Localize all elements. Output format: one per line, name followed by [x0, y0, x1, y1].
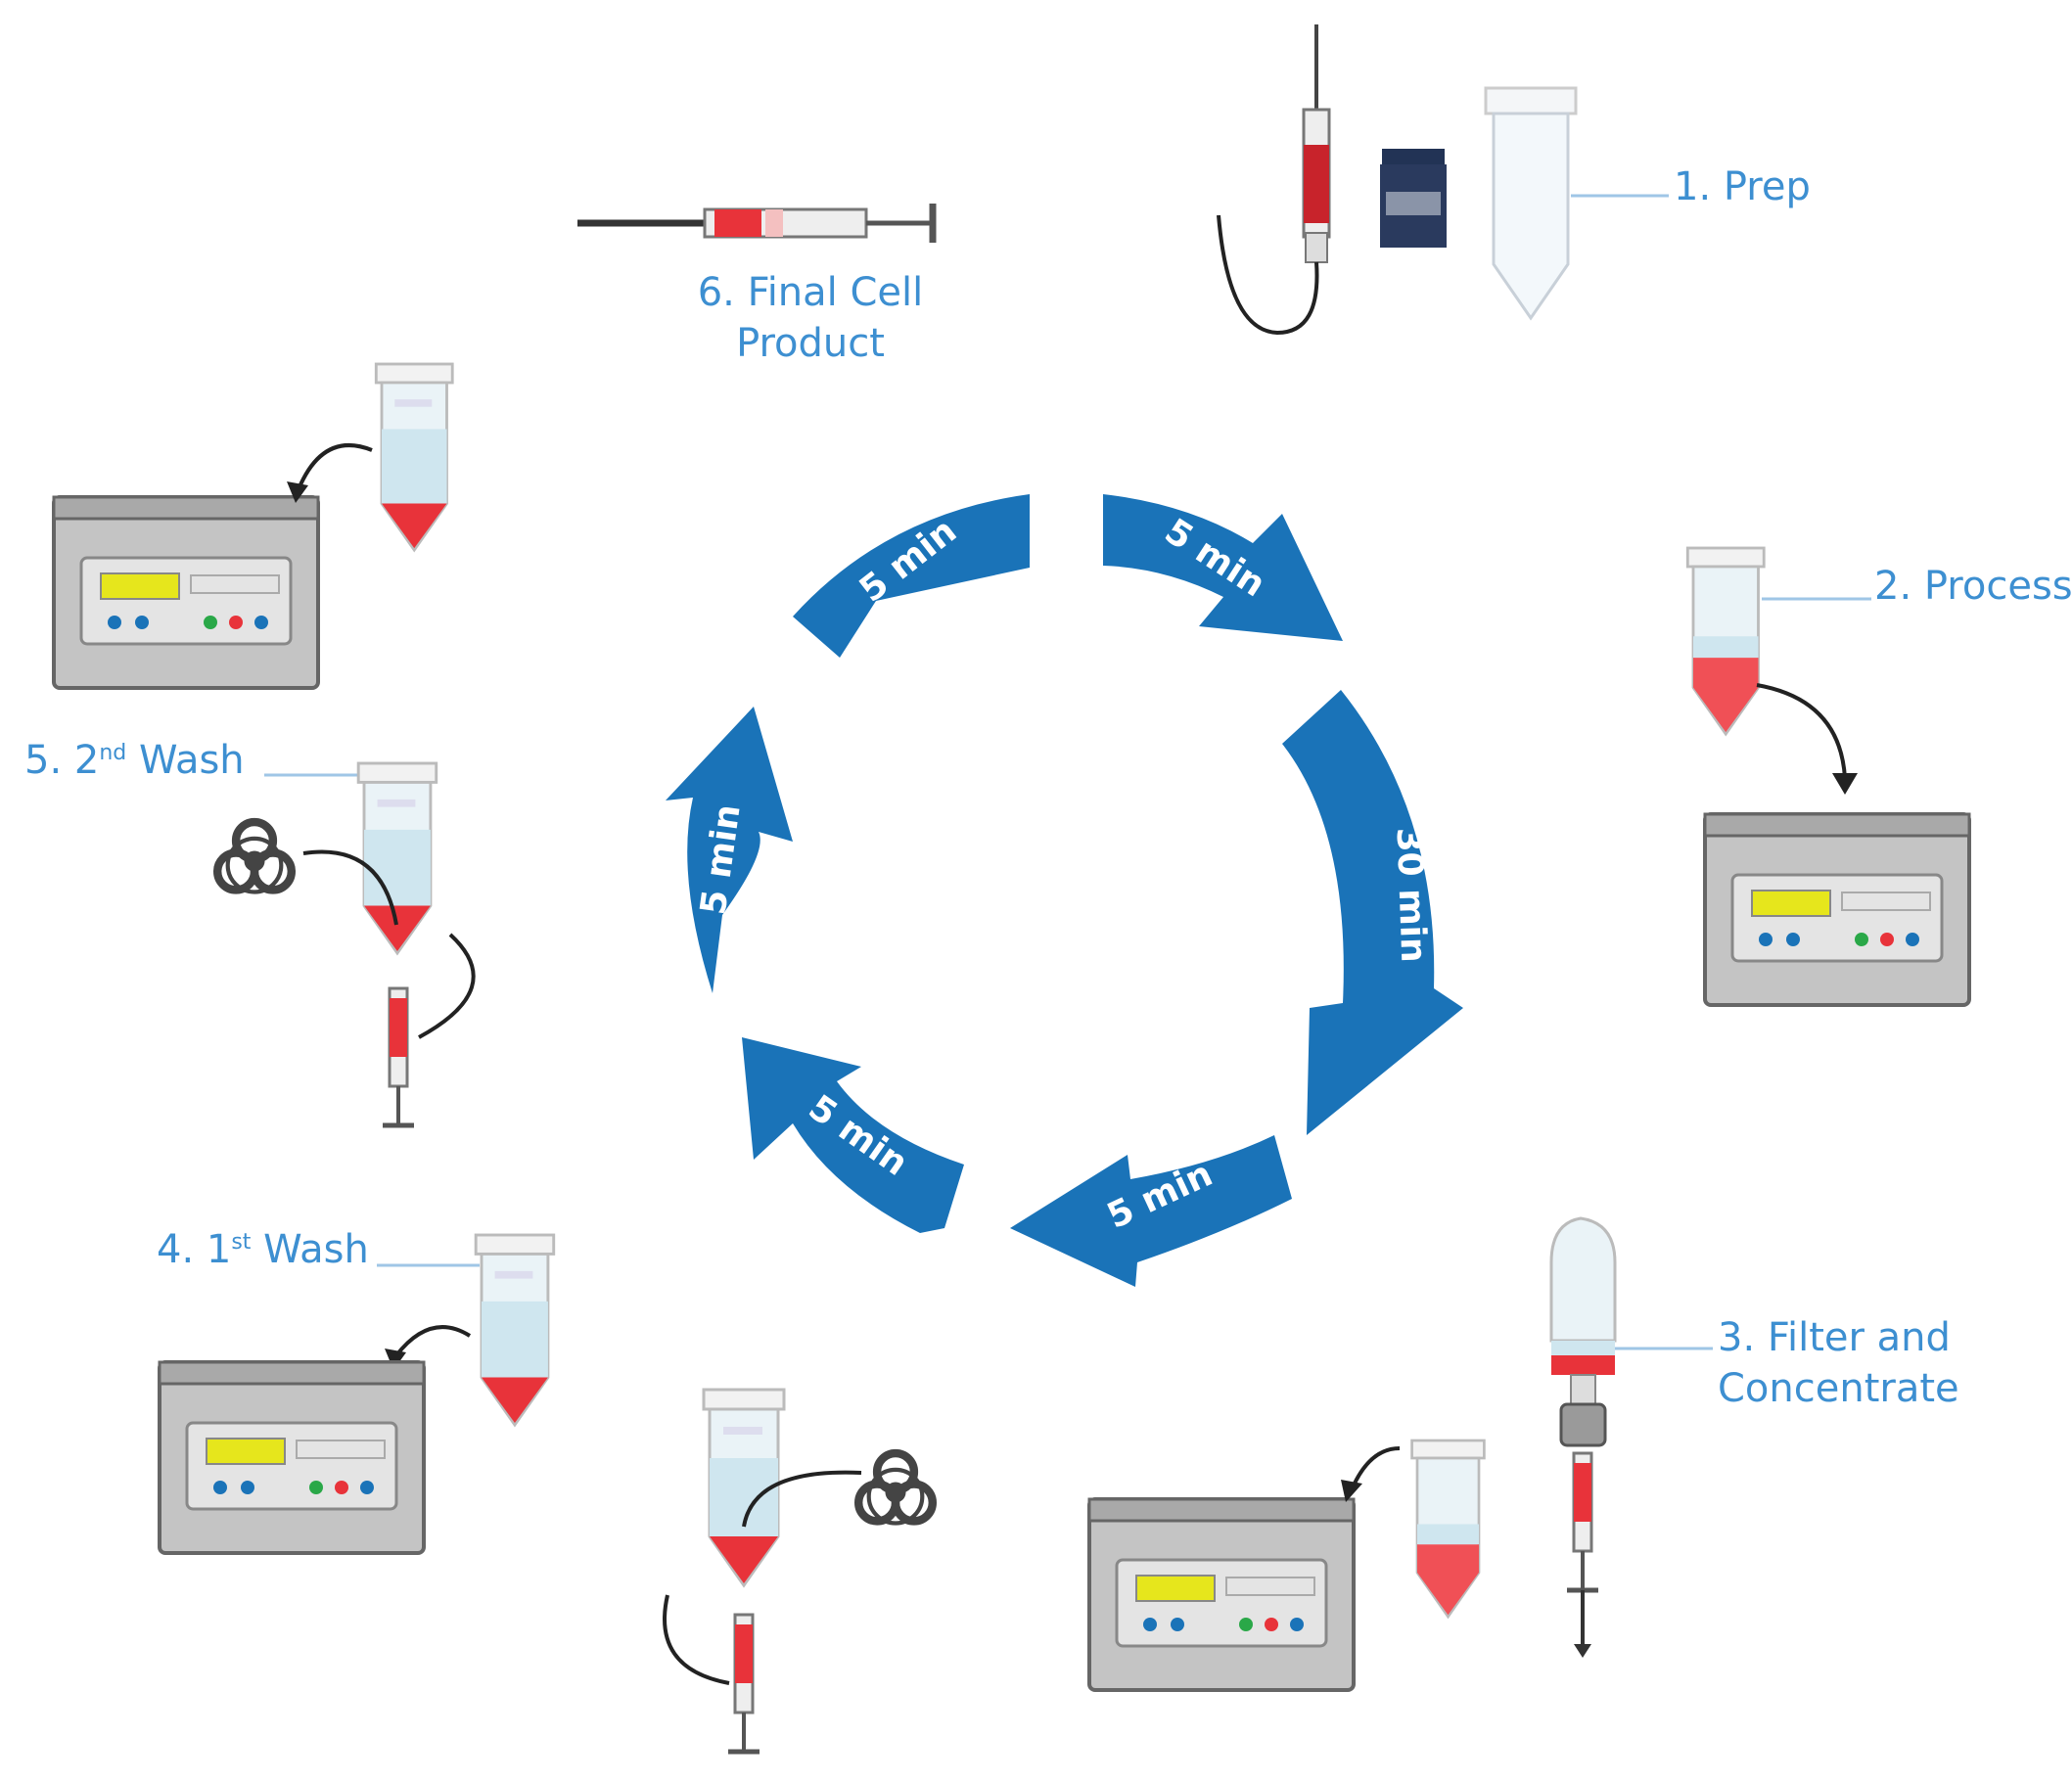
conical-tube-icon	[474, 1233, 556, 1427]
arrowhead-icon	[287, 481, 308, 503]
biohazard-icon	[858, 1453, 933, 1523]
transfer-arrow-icon	[663, 1594, 730, 1685]
step-label-process: 2. Process	[1874, 564, 2072, 609]
cycle-arrow-right	[1282, 690, 1463, 1135]
cycle-arrows	[666, 494, 1463, 1287]
arrowhead-icon	[385, 1349, 406, 1370]
centrifuge-icon	[52, 495, 320, 690]
biohazard-icon	[217, 822, 292, 892]
conical-tube-icon	[356, 761, 438, 955]
step-label-filter-line2: Concentrate	[1718, 1366, 1959, 1411]
step-label-final-line2: Product	[736, 321, 885, 366]
filter-assembly-icon	[1549, 1216, 1617, 1658]
step-label-filter-line1: 3. Filter and	[1718, 1315, 1951, 1360]
transfer-arrow-icon	[297, 443, 373, 490]
cycle-arrow-top-left	[793, 494, 1030, 658]
transfer-arrow-icon	[1351, 1446, 1401, 1488]
step-filter-concentrate: 3. Filter and Concentrate	[1087, 1216, 1959, 1692]
step-label-final-line1: 6. Final Cell	[698, 270, 924, 315]
step-label-second-wash: 5. 2nd Wash	[24, 738, 245, 783]
cycle-arrow-top-right	[1103, 494, 1343, 641]
step-label-prep: 1. Prep	[1674, 164, 1811, 209]
step-rinse	[663, 1388, 933, 1752]
syringe-icon	[383, 988, 414, 1125]
step-process: 2. Process	[1685, 546, 2072, 1007]
step-final-product: 6. Final Cell Product	[577, 204, 937, 366]
cycle-arrow-bottom-right	[1010, 1135, 1292, 1287]
step-second-wash: 5. 2nd Wash	[24, 362, 476, 1125]
transfer-arrow-icon	[1756, 683, 1847, 779]
conical-tube-icon	[1410, 1439, 1486, 1619]
blood-bag-syringe-icon	[1217, 24, 1331, 336]
conical-tube-icon	[374, 362, 454, 552]
cycle-arrow-bottom-left	[742, 1037, 964, 1233]
centrifuge-icon	[158, 1360, 426, 1555]
waste-line-icon	[742, 1470, 862, 1528]
arrow-label-right: 30 min	[1389, 827, 1434, 963]
conical-tube-icon	[1484, 86, 1578, 321]
waste-line-icon	[302, 849, 398, 926]
step-prep: 1. Prep	[1217, 24, 1811, 336]
transfer-arrow-icon	[394, 1325, 472, 1357]
arrowhead-icon	[1341, 1480, 1362, 1502]
step-first-wash: 4. 1st Wash	[157, 1227, 556, 1555]
syringe-icon	[577, 204, 937, 243]
syringe-icon	[728, 1615, 760, 1752]
centrifuge-icon	[1703, 812, 1971, 1007]
arrowhead-icon	[1832, 773, 1858, 795]
reagent-vial-icon	[1380, 149, 1447, 248]
transfer-arrow-icon	[418, 933, 476, 1039]
centrifuge-icon	[1087, 1497, 1356, 1692]
step-label-first-wash: 4. 1st Wash	[157, 1227, 369, 1272]
conical-tube-icon	[1685, 546, 1766, 736]
cycle-arrow-left	[666, 707, 793, 993]
